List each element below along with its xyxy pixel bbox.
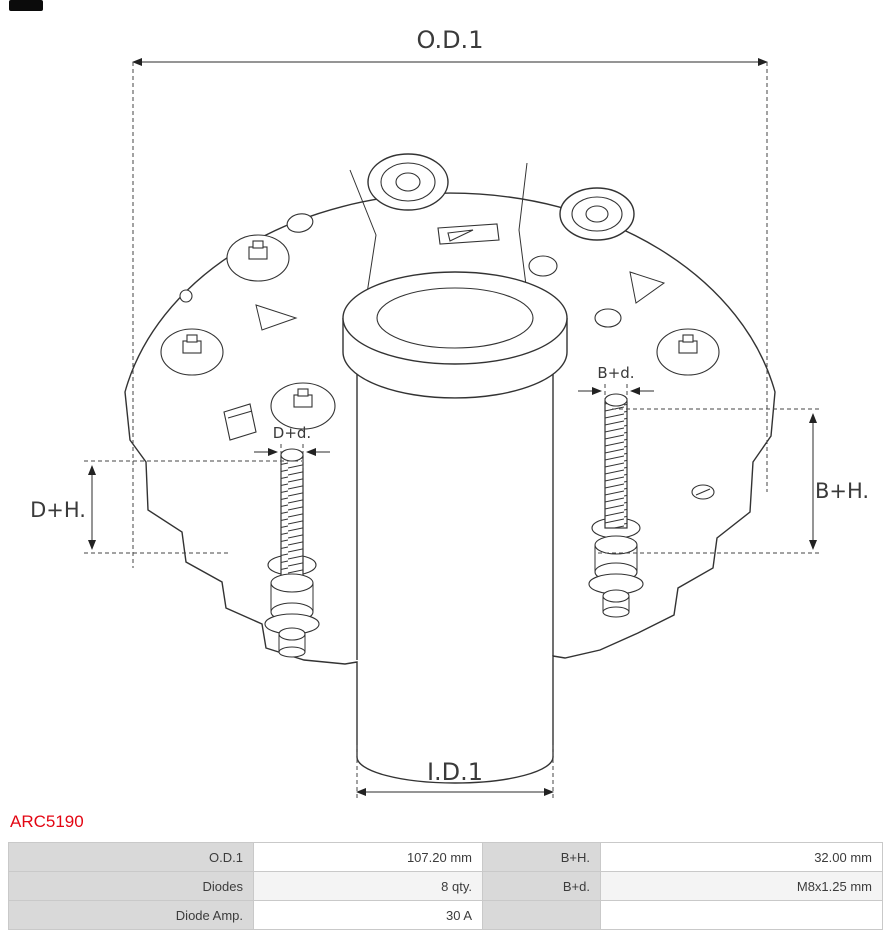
spec-row-3: Diode Amp. 30 A: [8, 900, 883, 930]
spec-row-2: Diodes 8 qty. B+d. M8x1.25 mm: [8, 871, 883, 901]
spec-label-diode-amp: Diode Amp.: [8, 900, 254, 930]
seam-left: [349, 169, 377, 301]
terminal-post-right: [559, 187, 635, 241]
spec-label-diodes: Diodes: [8, 871, 254, 901]
spec-label-empty: [482, 900, 601, 930]
seam-right: [518, 162, 528, 294]
spec-value-od1: 107.20 mm: [253, 842, 483, 872]
diode-features-right: [528, 255, 720, 500]
spec-table: O.D.1 107.20 mm B+H. 32.00 mm Diodes 8 q…: [8, 842, 883, 930]
spec-row-1: O.D.1 107.20 mm B+H. 32.00 mm: [8, 842, 883, 872]
spec-value-diode-amp: 30 A: [253, 900, 483, 930]
dim-dh-label: D+H.: [30, 498, 86, 522]
spec-label-od1: O.D.1: [8, 842, 254, 872]
stud-right: [588, 393, 644, 618]
dim-bd-label: B+d.: [597, 364, 634, 382]
stud-left: [264, 448, 320, 658]
dim-od1-label: O.D.1: [417, 26, 484, 54]
part-number: ARC5190: [10, 812, 84, 831]
rectifier-body: [124, 153, 776, 784]
spec-value-empty: [600, 900, 883, 930]
center-collar: [342, 271, 568, 399]
dim-dd-label: D+d.: [273, 424, 311, 442]
spec-label-bd: B+d.: [482, 871, 601, 901]
technical-drawing: O.D.1 I.D.1 D+H. B+H. D+d. B+d.: [30, 26, 869, 800]
diode-features-left: [160, 213, 336, 441]
terminal-post-left: [367, 153, 449, 211]
spec-value-bd: M8x1.25 mm: [600, 871, 883, 901]
dim-id1-label: I.D.1: [427, 758, 483, 786]
spec-value-diodes: 8 qty.: [253, 871, 483, 901]
logo-fragment: [9, 0, 43, 11]
top-slot: [437, 223, 500, 245]
spec-label-bh: B+H.: [482, 842, 601, 872]
dimensions: O.D.1 I.D.1 D+H. B+H. D+d. B+d.: [30, 26, 869, 800]
spec-value-bh: 32.00 mm: [600, 842, 883, 872]
dim-bh-label: B+H.: [815, 479, 869, 503]
